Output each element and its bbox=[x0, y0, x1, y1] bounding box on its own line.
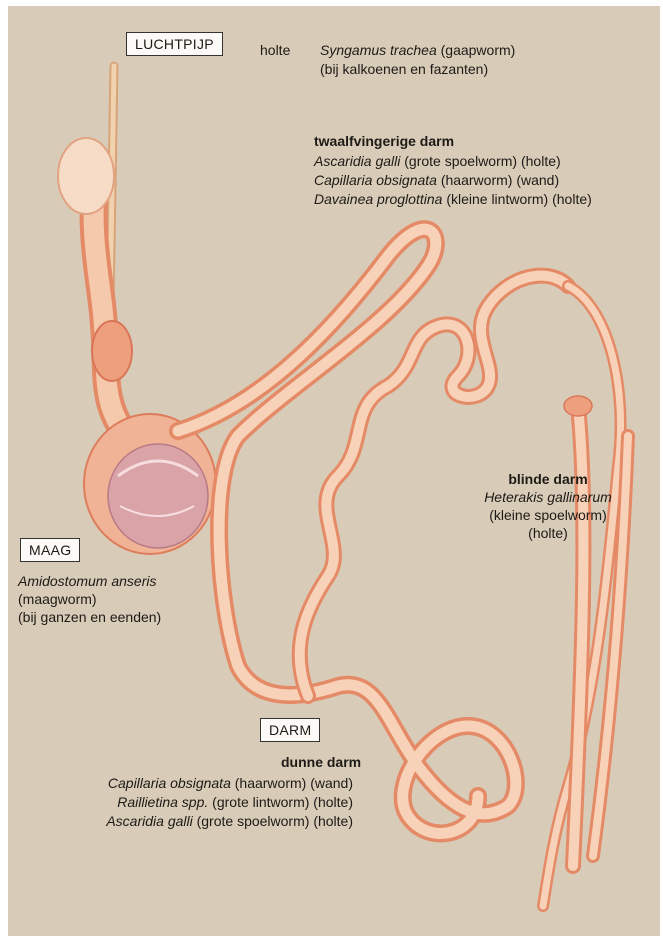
duodenum-row-3: Davainea proglottina (kleine lintworm) (… bbox=[314, 190, 592, 208]
intestine-row-1: Capillaria obsignata (haarworm) (wand) bbox=[8, 774, 353, 792]
trachea-common-name: (gaapworm) bbox=[441, 42, 516, 58]
duodenum-row-1: Ascaridia galli (grote spoelworm) (holte… bbox=[314, 152, 561, 170]
gizzard-drawing bbox=[84, 414, 216, 554]
stomach-label: Amidostomum anseris (maagworm) (bij ganz… bbox=[18, 572, 161, 626]
crop-drawing bbox=[58, 138, 114, 214]
trachea-parasite: Syngamus trachea (gaapworm) bbox=[320, 41, 515, 59]
illustration-panel: LUCHTPIJP holte Syngamus trachea (gaapwo… bbox=[8, 6, 660, 936]
stomach-label-box: MAAG bbox=[20, 538, 80, 562]
caecum-label: blinde darm Heterakis gallinarum (kleine… bbox=[468, 470, 628, 542]
caecum-species: Heterakis gallinarum bbox=[468, 488, 628, 506]
duodenum-species-1: Ascaridia galli bbox=[314, 153, 400, 169]
stomach-common-name: (maagworm) bbox=[18, 590, 161, 608]
intestine-info-2: (grote lintworm) (holte) bbox=[212, 794, 353, 810]
caecum-title: blinde darm bbox=[468, 470, 628, 488]
duodenum-species-3: Davainea proglottina bbox=[314, 191, 442, 207]
intestine-info-3: (grote spoelworm) (holte) bbox=[197, 813, 353, 829]
intestine-row-3: Ascaridia galli (grote spoelworm) (holte… bbox=[8, 812, 353, 830]
intestine-label-box: DARM bbox=[260, 718, 320, 742]
duodenum-info-2: (haarworm) (wand) bbox=[441, 172, 559, 188]
intestine-species-1: Capillaria obsignata bbox=[108, 775, 231, 791]
intestine-species-3: Ascaridia galli bbox=[106, 813, 192, 829]
trachea-site: holte bbox=[260, 41, 290, 59]
intestine-species-2: Raillietina spp. bbox=[117, 794, 208, 810]
duodenum-info-3: (kleine lintworm) (holte) bbox=[446, 191, 591, 207]
trachea-note: (bij kalkoenen en fazanten) bbox=[320, 60, 488, 78]
duodenum-info-1: (grote spoelworm) (holte) bbox=[404, 153, 560, 169]
intestine-row-2: Raillietina spp. (grote lintworm) (holte… bbox=[8, 793, 353, 811]
duodenum-title: twaalfvingerige darm bbox=[314, 132, 454, 150]
intestine-info-1: (haarworm) (wand) bbox=[235, 775, 353, 791]
trachea-label-box: LUCHTPIJP bbox=[126, 32, 223, 56]
trachea-species: Syngamus trachea bbox=[320, 42, 437, 58]
proventriculus-drawing bbox=[92, 321, 132, 381]
duodenum-species-2: Capillaria obsignata bbox=[314, 172, 437, 188]
stomach-species: Amidostomum anseris bbox=[18, 572, 161, 590]
caecum-common-name: (kleine spoelworm) bbox=[468, 506, 628, 524]
duodenum-row-2: Capillaria obsignata (haarworm) (wand) bbox=[314, 171, 559, 189]
stomach-note: (bij ganzen en eenden) bbox=[18, 608, 161, 626]
intestine-title: dunne darm bbox=[281, 753, 361, 771]
caecum-site: (holte) bbox=[468, 524, 628, 542]
